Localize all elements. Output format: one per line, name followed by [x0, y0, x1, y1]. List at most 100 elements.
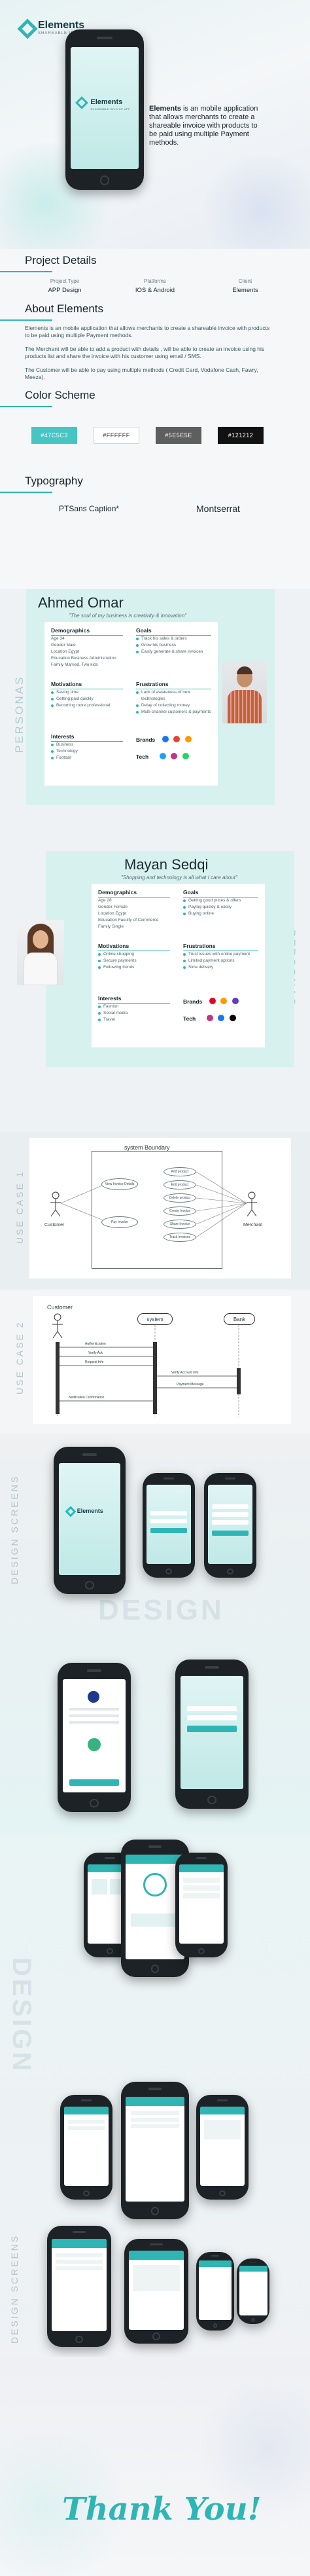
phone-speaker: [150, 2243, 163, 2245]
interest-item: Business: [51, 742, 123, 748]
photo-head: [33, 930, 48, 949]
amazon-icon: [220, 997, 228, 1004]
detail-value: Elements: [232, 287, 258, 294]
font-sample-montserrat: Montserrat: [196, 503, 240, 514]
block-rule: [136, 635, 211, 636]
goal-item: Grow his business: [136, 642, 211, 649]
hero-description: Elements is an mobile application that a…: [149, 105, 260, 147]
brand-logo-icon: [17, 18, 38, 39]
phone-speaker: [148, 1845, 162, 1848]
instagram-icon: [206, 1014, 213, 1021]
hero-section: Elements SHAREABLE INVOICE APP Elements …: [0, 0, 310, 249]
facebook-icon: [162, 735, 169, 742]
block-title: Demographics: [98, 889, 137, 896]
persona-2-brands: Brands Tech: [183, 995, 258, 1024]
design-screens-section-1: DESIGN SCREENS DESIGN Elements: [0, 1434, 310, 1833]
about-heading: About Elements: [25, 302, 104, 315]
info-row: [69, 1721, 120, 1724]
color-swatch: #FFFFFF: [94, 427, 139, 444]
message-label: Request Info: [85, 1360, 104, 1364]
continue-button: [69, 1779, 120, 1787]
about-paragraph-1: Elements is an mobile application that a…: [25, 325, 270, 338]
phone-home-button: [107, 1948, 113, 1955]
actor-customer-label: Customer: [44, 1223, 65, 1227]
persona-2-details: Demographics Age 28 Gender Female Locati…: [92, 884, 265, 1047]
typography-heading: Typography: [25, 475, 83, 487]
signup-field: [211, 1512, 249, 1517]
phone-speaker: [86, 1669, 102, 1672]
block-title: Motivations: [98, 943, 129, 949]
demo-row: Age 34: [51, 636, 65, 641]
phone-invoice-details: [124, 2239, 188, 2344]
phone-home-button: [213, 2323, 218, 2329]
use-case-2-panel: [33, 1296, 291, 1424]
login-field: [150, 1510, 188, 1515]
demo-row: Location Egypt: [51, 649, 80, 654]
info-row: [69, 1714, 120, 1718]
phone-home-button: [152, 2332, 160, 2341]
persona-2-quote: "Shopping and technology is all what I c…: [121, 875, 237, 880]
whatsapp-icon: [182, 752, 189, 759]
design-screens-label: DESIGN SCREENS: [9, 1474, 20, 1584]
persona-1-brands: Brands Tech: [136, 733, 211, 762]
form-field: [67, 2119, 105, 2124]
personas-label: PERSONAS: [13, 675, 26, 753]
share-screen: [199, 2106, 245, 2186]
thank-you-section: Thank You!: [0, 2357, 310, 2576]
list-row: [55, 2266, 103, 2271]
frustration-item: Lack of awareness of new technologies: [136, 689, 211, 702]
verify-screen: [180, 1676, 244, 1790]
message-label: Payment Message: [177, 1383, 204, 1387]
form-field: [67, 2126, 105, 2130]
design-screens-section-2: DESIGN DESIGN SCREENS: [0, 1833, 310, 2357]
invoice-row: [182, 1877, 220, 1883]
phone-speaker: [250, 2261, 256, 2262]
detail-platforms: Platforms IOS & Android: [112, 278, 198, 294]
form-field: [131, 2118, 179, 2122]
phone-home-button: [150, 2207, 160, 2215]
phone-speaker: [196, 1857, 207, 1859]
sequence-diagram: [52, 1313, 241, 1417]
design-watermark: DESIGN: [7, 1957, 36, 2074]
use-case-1-section: USE CASE 1 system Boundary Customer Merc…: [0, 1133, 310, 1290]
association-lines: [60, 1171, 247, 1238]
photo-shirt: [228, 690, 262, 723]
background-blob: [0, 2435, 131, 2576]
personas-section: PERSONAS Ahmed Omar "The soul of my busi…: [0, 589, 310, 1133]
tech-label: Tech: [136, 753, 149, 760]
interest-item: Social media: [98, 1010, 170, 1017]
app-header: [126, 2097, 184, 2107]
interest-item: Travel: [98, 1017, 170, 1023]
screen-brand-title: Elements: [77, 1507, 103, 1514]
frustration-item: Limited payment options: [183, 958, 258, 964]
phone-home-button: [150, 1965, 160, 1973]
detail-project-type: Project Type APP Design: [22, 278, 107, 294]
heading-rule: [0, 319, 52, 321]
motivation-item: Online shopping: [98, 951, 170, 958]
block-rule: [51, 635, 123, 636]
system-lifeline-head: system: [137, 1313, 173, 1325]
detail-label: Platforms: [144, 278, 166, 284]
invoices-screen: [179, 1864, 224, 1944]
color-swatch: #121212: [218, 427, 264, 444]
phone-share: [196, 2095, 249, 2200]
pinterest-icon: [209, 997, 216, 1004]
brands-label: Brands: [183, 998, 203, 1005]
block-title: Demographics: [51, 627, 90, 634]
screen-logo-icon: [65, 1506, 77, 1517]
app-header: [179, 1864, 224, 1872]
phone-receipt: [237, 2259, 269, 2324]
persona-1-quote: "The soul of my business is creativity &…: [69, 613, 186, 619]
persona-2-demographics: Demographics Age 28 Gender Female Locati…: [98, 889, 170, 930]
interest-item: Technology: [51, 748, 123, 755]
color-swatch: #47C5C3: [31, 427, 77, 444]
heading-rule: [0, 492, 52, 493]
phone-product-list: [47, 2226, 111, 2347]
use-case-ellipse: Share Invoice: [164, 1220, 196, 1229]
block-rule: [51, 741, 123, 742]
bank-lifeline-head: Bank: [224, 1313, 255, 1325]
persona-2-frustrations: Frustrations Trust issues with online pa…: [183, 943, 258, 971]
form-field: [131, 2124, 179, 2129]
details-card: [132, 2264, 181, 2291]
phone-add-product: [60, 2095, 112, 2200]
